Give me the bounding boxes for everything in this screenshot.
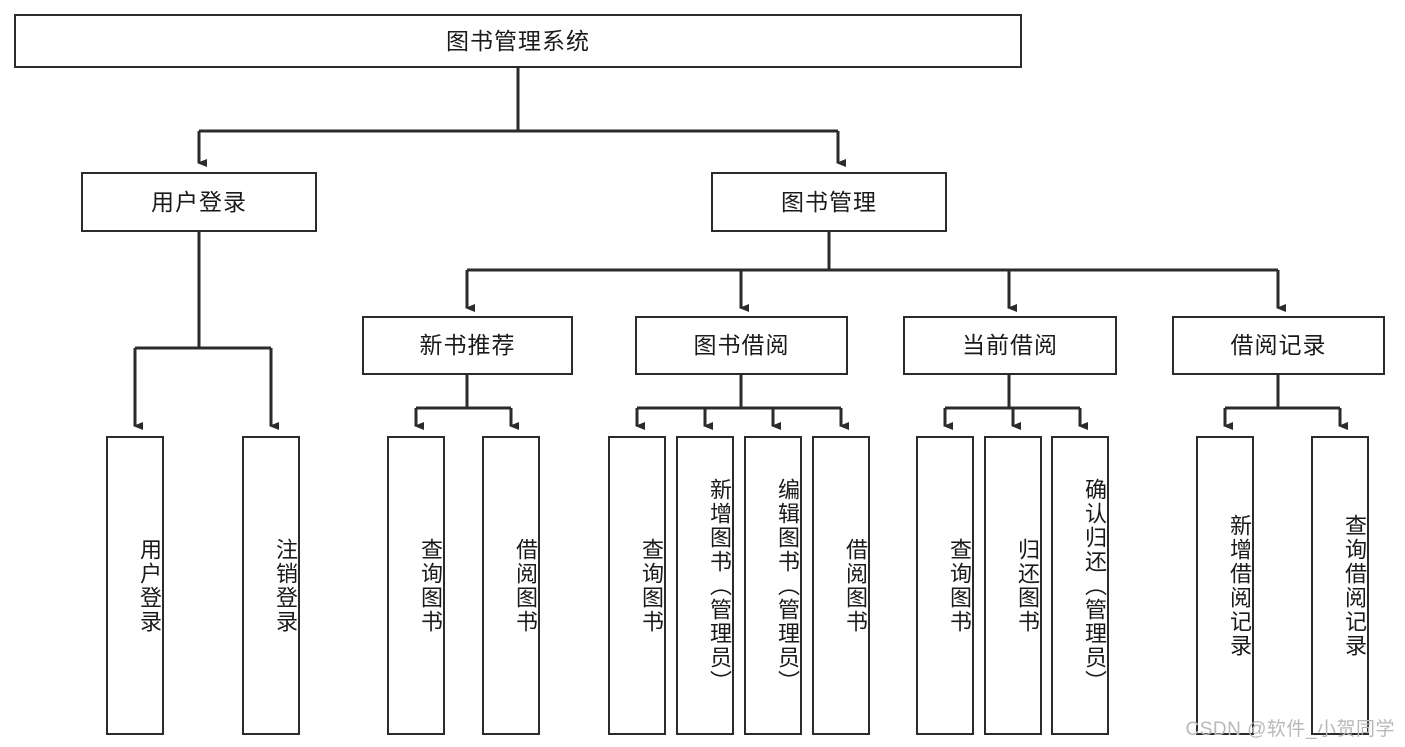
csdn-watermark: CSDN @软件_小贺同学 <box>1185 719 1395 740</box>
node-new-book-recommend[interactable]: 新书推荐 <box>362 316 573 375</box>
node-book-management[interactable]: 图书管理 <box>711 172 947 232</box>
leaf-user-login-signin[interactable]: 用户登录 <box>106 436 164 735</box>
node-root-system[interactable]: 图书管理系统 <box>14 14 1022 68</box>
leaf-user-login-signout[interactable]: 注销登录 <box>242 436 300 735</box>
node-book-borrow[interactable]: 图书借阅 <box>635 316 848 375</box>
leaf-borrow-edit-book-admin[interactable]: 编辑图书（管理员） <box>744 436 802 735</box>
leaf-borrow-query-book[interactable]: 查询图书 <box>608 436 666 735</box>
leaf-borrow-add-book-admin[interactable]: 新增图书（管理员） <box>676 436 734 735</box>
leaf-current-confirm-return-admin[interactable]: 确认归还（管理员） <box>1051 436 1109 735</box>
leaf-record-query-borrow-record[interactable]: 查询借阅记录 <box>1311 436 1369 735</box>
leaf-new-book-query[interactable]: 查询图书 <box>387 436 445 735</box>
node-borrow-record[interactable]: 借阅记录 <box>1172 316 1385 375</box>
leaf-record-add-borrow-record[interactable]: 新增借阅记录 <box>1196 436 1254 735</box>
leaf-current-return-book[interactable]: 归还图书 <box>984 436 1042 735</box>
node-current-borrow[interactable]: 当前借阅 <box>903 316 1117 375</box>
node-user-login[interactable]: 用户登录 <box>81 172 317 232</box>
leaf-current-query-book[interactable]: 查询图书 <box>916 436 974 735</box>
leaf-borrow-borrow-book[interactable]: 借阅图书 <box>812 436 870 735</box>
leaf-new-book-borrow[interactable]: 借阅图书 <box>482 436 540 735</box>
